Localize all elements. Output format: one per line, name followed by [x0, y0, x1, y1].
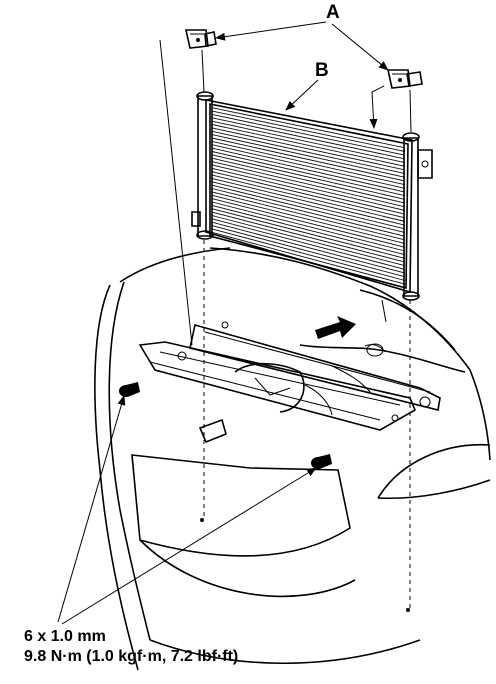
- condenser-fin: [211, 134, 406, 178]
- condenser-fin: [211, 137, 406, 182]
- condenser-fin: [211, 154, 406, 200]
- condenser-fin: [211, 181, 406, 230]
- condenser-fin: [211, 117, 406, 160]
- condenser-fin: [211, 130, 406, 175]
- upper-bracket-left: [185, 29, 217, 49]
- condenser-fin: [211, 124, 406, 167]
- upper-bracket-right: [387, 69, 423, 89]
- condenser-fin: [211, 231, 406, 285]
- condenser-fin: [211, 127, 406, 171]
- bolt-left: [119, 382, 140, 397]
- condenser-fin: [211, 120, 406, 164]
- condenser-fin: [211, 201, 406, 252]
- condenser-fin: [211, 184, 406, 234]
- condenser-fin: [211, 204, 406, 256]
- condenser-fin: [211, 221, 406, 274]
- condenser-fin: [211, 211, 406, 263]
- condenser-fin: [211, 191, 406, 241]
- condenser-fin: [211, 140, 406, 186]
- condenser-fin: [211, 208, 406, 259]
- condenser: [191, 91, 433, 301]
- condenser-fin: [211, 107, 406, 149]
- condenser-fin: [211, 188, 406, 237]
- condenser-fin: [211, 194, 406, 245]
- callout-label-b: B: [315, 60, 329, 81]
- callout-leaders: [57, 21, 389, 625]
- vehicle-front-body: [94, 247, 491, 671]
- condenser-fin: [211, 167, 406, 215]
- condenser-fin: [211, 113, 406, 156]
- torque-spec: 9.8 N·m (1.0 kgf·m, 7.2 lbf·ft): [24, 648, 239, 665]
- condenser-fin: [211, 157, 406, 204]
- condenser-fin: [211, 177, 406, 226]
- condenser-fin: [211, 174, 406, 222]
- condenser-fin: [211, 161, 406, 208]
- engine-bay: [138, 321, 441, 431]
- condenser-fin: [211, 215, 406, 267]
- condenser-fin: [211, 110, 406, 152]
- condenser-fin: [211, 147, 406, 193]
- callout-label-a: A: [326, 2, 340, 23]
- condenser-fin: [211, 198, 406, 248]
- install-direction-arrow: [315, 316, 356, 339]
- condenser-fin: [211, 218, 406, 270]
- condenser-fin: [211, 228, 406, 281]
- condenser-fin: [211, 171, 406, 219]
- bolt-right: [311, 454, 332, 469]
- condenser-fin: [211, 225, 406, 278]
- bolt-size-spec: 6 x 1.0 mm: [24, 628, 106, 645]
- condenser-fin: [211, 151, 406, 197]
- wire-harness: [299, 343, 466, 373]
- alignment-lines: [159, 39, 412, 610]
- condenser-fin: [211, 144, 406, 189]
- condenser-fin: [211, 164, 406, 211]
